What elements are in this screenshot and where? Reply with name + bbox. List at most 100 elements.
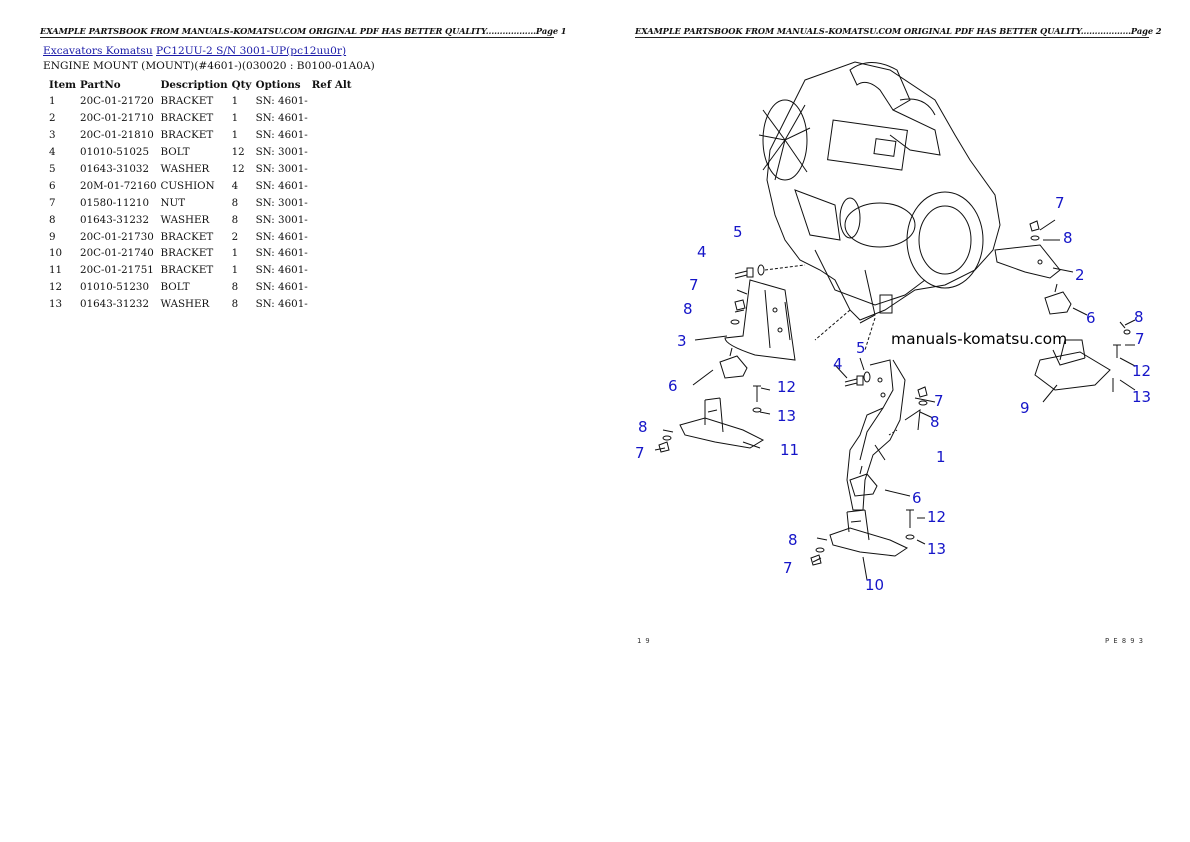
- cell-qty: 1: [231, 264, 239, 277]
- exploded-parts-diagram: 1 2 3 4 5 6 7 8 9 10 11 12 13 4 5 7 8 6 …: [635, 61, 1150, 594]
- cell-refalt: [310, 211, 354, 228]
- cell-qty: 8: [231, 196, 239, 209]
- col-header-description: Description: [160, 78, 228, 91]
- page-1: EXAMPLE PARTSBOOK FROM MANUALS-KOMATSU.C…: [40, 26, 567, 313]
- page-corner-right: P E 8 9 3: [1105, 637, 1143, 645]
- callout-12: 12: [927, 508, 946, 526]
- breadcrumb-link-category[interactable]: Excavators Komatsu: [43, 45, 153, 57]
- cell-options: SN: 4601-: [255, 281, 308, 294]
- cell-refalt: [310, 262, 354, 279]
- section-title: ENGINE MOUNT (MOUNT)(#4601-)(030020 : B0…: [43, 60, 375, 72]
- breadcrumb-link-model[interactable]: PC12UU-2 S/N 3001-UP(pc12uu0r): [156, 45, 347, 57]
- cell-partno: 20C-01-21710: [80, 112, 154, 125]
- callout-4: 4: [697, 243, 707, 261]
- callout-11: 11: [780, 441, 799, 459]
- cell-qty: 1: [231, 129, 239, 142]
- cell-description: BOLT: [160, 146, 190, 159]
- callout-8: 8: [1134, 308, 1144, 326]
- callout-6: 6: [668, 377, 678, 395]
- cell-item: 11: [49, 264, 63, 277]
- cell-partno: 01643-31232: [80, 213, 150, 226]
- callout-9: 9: [1020, 399, 1030, 417]
- callout-7: 7: [689, 276, 699, 294]
- cell-options: SN: 3001-: [255, 196, 308, 209]
- cell-options: SN: 3001-: [255, 213, 308, 226]
- cell-refalt: [310, 279, 354, 296]
- cell-item: 5: [49, 163, 56, 175]
- callout-1: 1: [936, 448, 946, 466]
- cell-refalt: [310, 177, 354, 194]
- cell-description: BOLT: [160, 281, 190, 294]
- callout-13: 13: [1132, 388, 1150, 406]
- cell-qty: 4: [231, 179, 239, 192]
- cell-qty: 1: [231, 95, 239, 108]
- cell-qty: 8: [231, 213, 239, 226]
- cell-description: BRACKET: [160, 264, 214, 277]
- cell-partno: 01580-11210: [80, 196, 150, 209]
- cell-partno: 20C-01-21751: [80, 264, 154, 277]
- cell-refalt: [310, 144, 354, 161]
- callout-7: 7: [1135, 330, 1145, 348]
- cell-item: 10: [49, 247, 63, 260]
- callout-7: 7: [635, 444, 645, 462]
- cell-refalt: [310, 110, 354, 127]
- cell-description: WASHER: [160, 163, 210, 175]
- page-corner-left: 1 9: [637, 637, 650, 645]
- cell-options: SN: 4601-: [255, 264, 308, 277]
- cell-item: 6: [49, 179, 56, 192]
- callout-13: 13: [927, 540, 946, 558]
- parts-table: Item PartNo Description Qty Options Ref …: [45, 76, 354, 313]
- cell-description: BRACKET: [160, 230, 214, 243]
- cell-item: 9: [49, 230, 56, 243]
- breadcrumb: Excavators Komatsu PC12UU-2 S/N 3001-UP(…: [43, 45, 346, 57]
- cell-item: 1: [49, 95, 56, 108]
- cell-item: 8: [49, 213, 56, 226]
- table-row: 1 20C-01-21720 BRACKET 1 SN: 4601-: [45, 93, 354, 110]
- table-header-row: Item PartNo Description Qty Options Ref …: [45, 76, 354, 93]
- table-row: 4 01010-51025 BOLT 12 SN: 3001-: [45, 144, 354, 161]
- cell-item: 4: [49, 146, 56, 159]
- col-header-qty: Qty: [231, 78, 252, 91]
- callout-7: 7: [783, 559, 793, 577]
- callout-2: 2: [1075, 266, 1085, 284]
- cell-options: SN: 4601-: [255, 95, 308, 108]
- cell-qty: 12: [231, 146, 245, 159]
- cell-options: SN: 3001-: [255, 146, 308, 159]
- cell-partno: 20C-01-21810: [80, 129, 154, 142]
- cell-item: 3: [49, 129, 56, 142]
- cell-options: SN: 4601-: [255, 179, 308, 192]
- cell-description: BRACKET: [160, 247, 214, 260]
- cell-partno: 01010-51025: [80, 146, 150, 159]
- cell-refalt: [310, 161, 354, 178]
- cell-description: BRACKET: [160, 95, 214, 108]
- cell-qty: 8: [231, 298, 239, 311]
- cell-refalt: [310, 194, 354, 211]
- callout-4: 4: [833, 355, 843, 373]
- cell-partno: 01643-31032: [80, 163, 150, 175]
- cell-options: SN: 4601-: [255, 230, 308, 243]
- callout-10: 10: [865, 576, 884, 594]
- callout-13: 13: [777, 407, 796, 425]
- cell-refalt: [310, 245, 354, 262]
- cell-refalt: [310, 228, 354, 245]
- cell-refalt: [310, 296, 354, 313]
- callout-8: 8: [930, 413, 940, 431]
- col-header-item: Item: [49, 78, 77, 91]
- col-header-refalt: Ref Alt: [311, 78, 352, 91]
- callout-labels: 1 2 3 4 5 6 7 8 9 10 11 12 13 4 5 7 8 6 …: [635, 194, 1150, 594]
- watermark-text: manuals-komatsu.com: [891, 330, 1068, 348]
- cell-description: WASHER: [160, 298, 210, 311]
- callout-8: 8: [638, 418, 648, 436]
- cell-partno: 20C-01-21740: [80, 247, 154, 260]
- cell-partno: 20C-01-21730: [80, 230, 154, 243]
- callout-5: 5: [856, 339, 866, 357]
- cell-partno: 01643-31232: [80, 298, 150, 311]
- cell-options: SN: 3001-: [255, 163, 308, 175]
- cell-partno: 20C-01-21720: [80, 95, 154, 108]
